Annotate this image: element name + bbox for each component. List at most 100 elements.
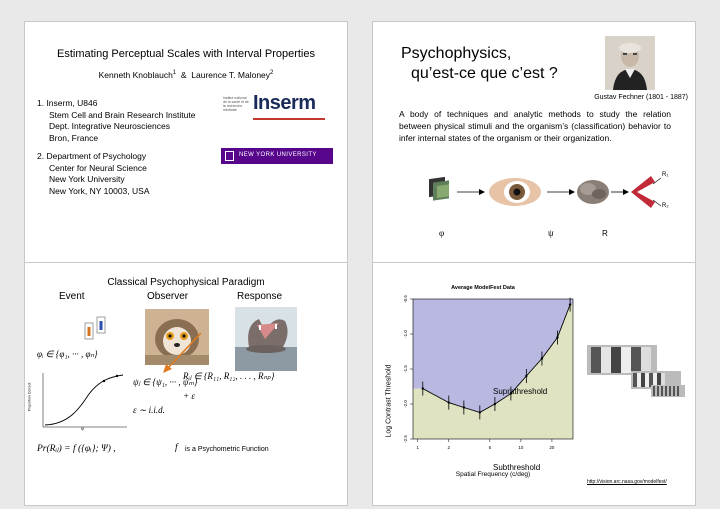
- slide-title-authors: Estimating Perceptual Scales with Interv…: [25, 22, 347, 264]
- region-label-sub: Subthreshold: [493, 463, 541, 472]
- author-amp: &: [180, 70, 187, 80]
- x-tick-label: 2: [448, 445, 451, 450]
- x-tick-label: 10: [518, 445, 524, 450]
- aff2-line: New York, NY 10003, USA: [49, 185, 150, 196]
- chart-xlabel: Spatial Frequency (c/deg): [455, 471, 531, 478]
- portrait-caption: Gustav Fechner (1801 - 1887): [594, 94, 688, 101]
- author-1: Kenneth Knoblauch: [98, 70, 173, 80]
- slide2-title-line2: qu’est-ce que c’est ?: [411, 65, 558, 82]
- y-tick-label: -0.5: [403, 295, 408, 303]
- gabor-medium: [633, 373, 665, 387]
- x-tick-label: 1: [416, 445, 419, 450]
- data-point: [509, 392, 513, 395]
- affiliation-1: 1. Inserm, U846 Stem Cell and Brain Rese…: [37, 98, 195, 144]
- col-observer: Observer: [147, 291, 189, 302]
- mini-ylabel: Proportion Correct: [27, 382, 32, 412]
- col-response: Response: [237, 291, 283, 302]
- aff2-line: New York University: [49, 174, 125, 185]
- aff2-line: Center for Neural Science: [49, 162, 147, 173]
- modelfest-url[interactable]: http://vision.arc.nasa.gov/modelfest/: [587, 479, 667, 485]
- eq-bottom: Pr(Rᵢⱼ) = f ({φᵢ}; Ψ) ,: [37, 444, 116, 454]
- col-event: Event: [59, 291, 85, 302]
- slide1-title: Estimating Perceptual Scales with Interv…: [56, 48, 315, 60]
- inserm-logo-underline: [253, 118, 325, 120]
- author-line: Kenneth Knoblauch1 & Laurence T. Maloney…: [25, 70, 347, 80]
- eq-r: Rᵢⱼ ∈ {R₁₁, R₁₂, . . . , Rₙₚ}: [183, 371, 275, 381]
- slide2-title: Psychophysics, qu’est-ce que c’est ?: [401, 44, 558, 84]
- label-psi: ψ: [548, 228, 554, 238]
- slide2-body: A body of techniques and analytic method…: [399, 109, 671, 144]
- inserm-logo: Institut national de la santé et de la r…: [223, 92, 333, 128]
- gabor-small: [653, 386, 679, 396]
- chart-title: Average ModelFest Data: [451, 285, 515, 291]
- gabor-large: [591, 347, 651, 373]
- y-tick-label: -2.5: [403, 435, 408, 443]
- data-point: [525, 374, 528, 378]
- gabor-stimuli-image: [587, 345, 685, 397]
- label-phi: φ: [439, 228, 445, 238]
- paradigm-arrows: [163, 332, 202, 373]
- inserm-logo-small: Institut national de la santé et de la r…: [223, 96, 249, 112]
- x-tick-label: 5: [489, 445, 492, 450]
- region-label-supra: Suprathreshold: [493, 387, 548, 396]
- event-stimuli-icon: [83, 315, 107, 341]
- data-point: [568, 303, 572, 306]
- threshold-curve: [422, 304, 571, 413]
- data-point: [493, 402, 497, 406]
- eq-psi: ψⱼ ∈ {ψ₁, ··· , ψₘ}: [133, 377, 198, 387]
- data-point: [462, 406, 466, 409]
- response-animal-image: [235, 307, 297, 371]
- slide-modelfest: -2.5 -2.0 -1.5 -1.0 -0.5 1 2 5 10 20 Average Mode…: [373, 263, 695, 505]
- data-point: [421, 387, 424, 390]
- modelfest-chart-svg: -2.5 -2.0 -1.5 -1.0 -0.5 1 2 5 10 20: [403, 295, 574, 450]
- aff1-line: Dept. Integrative Neurosciences: [49, 121, 170, 132]
- inserm-logo-text: Inserm: [253, 92, 316, 114]
- aff2-line: 2. Department of Psychology: [37, 151, 147, 161]
- f-text: is a Psychometric Function: [185, 446, 269, 453]
- author-2-sup: 2: [270, 70, 274, 77]
- nyu-logo: NEW YORK UNIVERSITY: [221, 148, 333, 164]
- nyu-logo-text: NEW YORK UNIVERSITY: [239, 152, 317, 158]
- mouth-icon: [631, 176, 655, 208]
- pipeline-diagram: R₁ R₂: [423, 168, 673, 228]
- eq-phi: φᵢ ∈ {φ₁, ··· , φₙ}: [37, 349, 98, 359]
- nyu-torch-icon: [225, 151, 234, 161]
- stimulus-screens-icon: [429, 176, 449, 201]
- f-symbol: f: [175, 443, 178, 453]
- eye-icon: [489, 178, 541, 206]
- modelfest-chart: -2.5 -2.0 -1.5 -1.0 -0.5 1 2 5 10 20: [373, 263, 695, 505]
- label-r1: R₁: [662, 172, 669, 178]
- slide3-title: Classical Psychophysical Paradigm: [107, 277, 265, 288]
- label-r: R: [602, 229, 608, 238]
- eq-plus-eps: + ε: [183, 391, 195, 401]
- x-tick-label: 20: [549, 445, 555, 450]
- pipeline-svg: [429, 176, 662, 208]
- subthreshold-region: [413, 304, 573, 439]
- data-point: [478, 411, 482, 414]
- eq-eps: ε ∼ i.i.d.: [133, 405, 165, 415]
- y-tick-label: -1.0: [403, 330, 408, 338]
- y-tick-label: -2.0: [403, 400, 408, 408]
- mini-psychometric-plot: Proportion Correct φ: [27, 369, 129, 435]
- portrait-image: [605, 36, 655, 90]
- data-point: [447, 401, 450, 404]
- slide-paradigm: Classical Psychophysical Paradigm Event …: [25, 263, 347, 505]
- aff1-line: Bron, France: [49, 132, 99, 143]
- observer-animal-image: [145, 309, 209, 365]
- suprathreshold-region: [413, 299, 573, 413]
- slide2-title-line1: Psychophysics,: [401, 45, 512, 62]
- author-2: Laurence T. Maloney: [191, 70, 271, 80]
- author-1-sup: 1: [172, 70, 177, 77]
- mini-xlabel: φ: [81, 427, 84, 432]
- chart-ylabel: Log Contrast Threshold: [385, 364, 393, 438]
- aff1-line: Stem Cell and Brain Research Institute: [49, 109, 196, 120]
- fechner-portrait: [605, 36, 655, 90]
- affiliation-2: 2. Department of Psychology Center for N…: [37, 151, 150, 197]
- data-point: [540, 357, 544, 360]
- data-point: [556, 336, 559, 339]
- label-r2: R₂: [662, 203, 669, 209]
- aff1-line: 1. Inserm, U846: [37, 98, 98, 108]
- slide-psychophysics: Psychophysics, qu’est-ce que c’est ? Gus…: [373, 22, 695, 264]
- y-tick-label: -1.5: [403, 365, 408, 373]
- brain-icon: [577, 180, 609, 204]
